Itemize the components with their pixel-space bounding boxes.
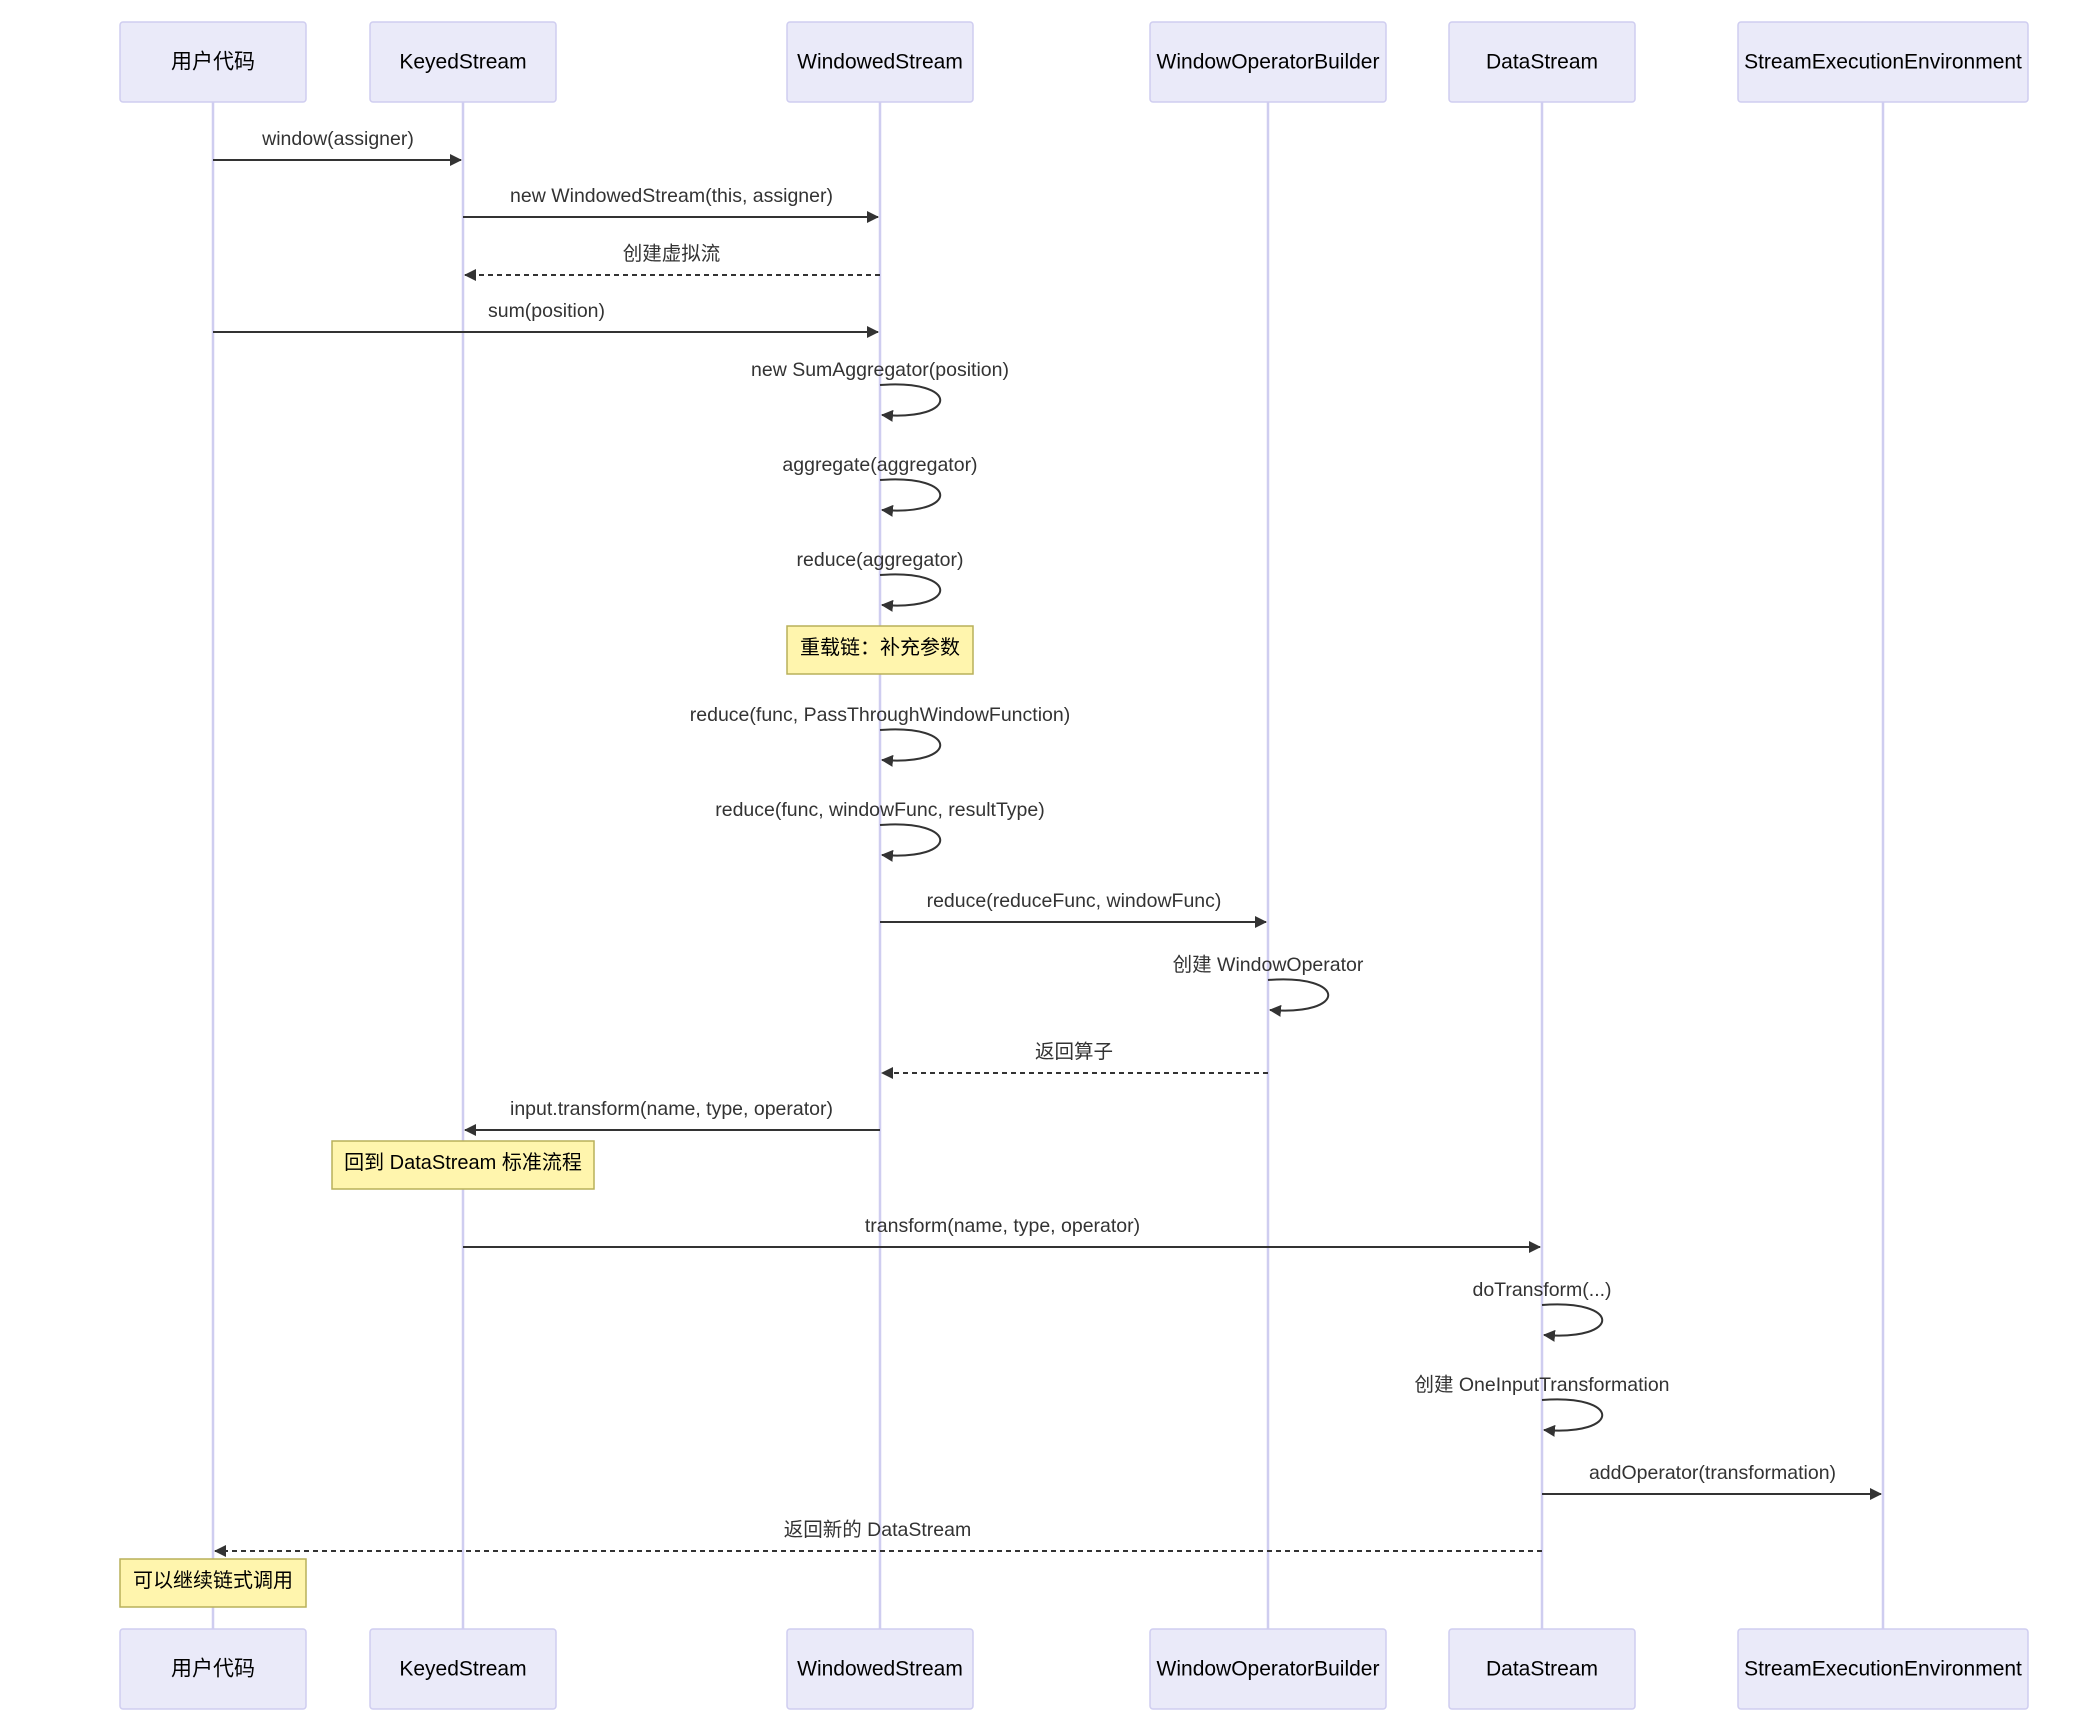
participant-user-bottom: 用户代码 (119, 1628, 307, 1710)
event-self: doTransform(...) (1472, 1279, 1612, 1342)
self-message-label: reduce(func, PassThroughWindowFunction) (690, 704, 1070, 726)
event-self: new SumAggregator(position) (751, 359, 1009, 422)
participant-label: KeyedStream (399, 51, 526, 74)
events: window(assigner) new WindowedStream(this,… (119, 128, 1882, 1608)
self-message-arrow (1541, 1398, 1604, 1437)
event-message: 返回算子 (881, 1041, 1268, 1079)
event-message: 创建虚拟流 (464, 243, 880, 281)
participant-builder-bottom: WindowOperatorBuilder (1149, 1628, 1387, 1710)
note-box (119, 1558, 307, 1608)
event-self: 创建 OneInputTransformation (1414, 1374, 1670, 1437)
event-self: reduce(func, windowFunc, resultType) (715, 799, 1045, 862)
participant-box (369, 1628, 557, 1710)
event-self: reduce(func, PassThroughWindowFunction) (690, 704, 1070, 767)
self-message-label: new SumAggregator(position) (751, 359, 1009, 381)
message-label: 返回算子 (1035, 1041, 1113, 1063)
event-note: 可以继续链式调用 (119, 1558, 307, 1608)
participants: 用户代码用户代码KeyedStreamKeyedStreamWindowedSt… (119, 21, 2029, 1710)
participant-builder-top: WindowOperatorBuilder (1149, 21, 1387, 103)
note-box (786, 625, 974, 675)
message-label: window(assigner) (261, 128, 414, 150)
event-message: new WindowedStream(this, assigner) (463, 185, 879, 223)
participant-label: WindowedStream (797, 51, 963, 74)
note-label: 重载链：补充参数 (800, 636, 960, 659)
participant-datastream-bottom: DataStream (1448, 1628, 1636, 1710)
self-message-label: 创建 OneInputTransformation (1414, 1374, 1669, 1396)
participant-label: StreamExecutionEnvironment (1744, 51, 2022, 74)
participant-label: WindowOperatorBuilder (1157, 1658, 1380, 1681)
self-message-arrow (879, 573, 942, 612)
participant-box (119, 21, 307, 103)
participant-box (1737, 1628, 2029, 1710)
event-message: reduce(reduceFunc, windowFunc) (880, 890, 1267, 928)
participant-label: DataStream (1486, 1658, 1598, 1681)
event-message: sum(position) (213, 300, 879, 338)
participant-label: 用户代码 (171, 1658, 255, 1681)
event-note: 回到 DataStream 标准流程 (331, 1140, 595, 1190)
participant-box (119, 1628, 307, 1710)
self-message-label: doTransform(...) (1472, 1279, 1611, 1301)
participant-env-bottom: StreamExecutionEnvironment (1737, 1628, 2029, 1710)
self-message-label: reduce(func, windowFunc, resultType) (715, 799, 1044, 821)
note-label: 回到 DataStream 标准流程 (344, 1151, 582, 1174)
message-label: transform(name, type, operator) (865, 1215, 1140, 1237)
self-message-arrow (879, 728, 942, 767)
self-message-arrow (879, 823, 942, 862)
participant-env-top: StreamExecutionEnvironment (1737, 21, 2029, 103)
message-label: new WindowedStream(this, assigner) (510, 185, 833, 207)
event-self: aggregate(aggregator) (782, 454, 978, 517)
message-label: 返回新的 DataStream (784, 1519, 971, 1541)
self-message-arrow (1541, 1303, 1604, 1342)
message-label: sum(position) (488, 300, 605, 322)
event-message: transform(name, type, operator) (463, 1215, 1541, 1253)
message-label: reduce(reduceFunc, windowFunc) (927, 890, 1222, 912)
participant-label: WindowedStream (797, 1658, 963, 1681)
self-message-label: aggregate(aggregator) (782, 454, 977, 476)
participant-label: 用户代码 (171, 51, 255, 74)
event-note: 重载链：补充参数 (786, 625, 974, 675)
participant-box (786, 21, 974, 103)
message-label: input.transform(name, type, operator) (510, 1098, 833, 1120)
self-message-label: 创建 WindowOperator (1173, 954, 1364, 976)
participant-box (1448, 1628, 1636, 1710)
participant-box (1149, 1628, 1387, 1710)
participant-keyed-bottom: KeyedStream (369, 1628, 557, 1710)
participant-windowed-bottom: WindowedStream (786, 1628, 974, 1710)
participant-box (1448, 21, 1636, 103)
event-message: 返回新的 DataStream (214, 1519, 1542, 1557)
participant-label: StreamExecutionEnvironment (1744, 1658, 2022, 1681)
message-label: addOperator(transformation) (1589, 1462, 1836, 1484)
participant-keyed-top: KeyedStream (369, 21, 557, 103)
note-box (331, 1140, 595, 1190)
note-label: 可以继续链式调用 (133, 1569, 293, 1592)
self-message-arrow (879, 383, 942, 422)
event-message: addOperator(transformation) (1542, 1462, 1882, 1500)
participant-label: DataStream (1486, 51, 1598, 74)
self-message-label: reduce(aggregator) (797, 549, 964, 571)
event-message: input.transform(name, type, operator) (464, 1098, 880, 1136)
event-message: window(assigner) (213, 128, 462, 166)
event-self: reduce(aggregator) (797, 549, 964, 612)
participant-box (369, 21, 557, 103)
participant-box (1737, 21, 2029, 103)
participant-user-top: 用户代码 (119, 21, 307, 103)
participant-windowed-top: WindowedStream (786, 21, 974, 103)
participant-datastream-top: DataStream (1448, 21, 1636, 103)
lifelines (211, 102, 1885, 1629)
participant-box (786, 1628, 974, 1710)
self-message-arrow (1267, 978, 1330, 1017)
participant-label: WindowOperatorBuilder (1157, 51, 1380, 74)
message-label: 创建虚拟流 (623, 243, 721, 265)
event-self: 创建 WindowOperator (1173, 954, 1364, 1017)
participant-label: KeyedStream (399, 1658, 526, 1681)
self-message-arrow (879, 478, 942, 517)
participant-box (1149, 21, 1387, 103)
